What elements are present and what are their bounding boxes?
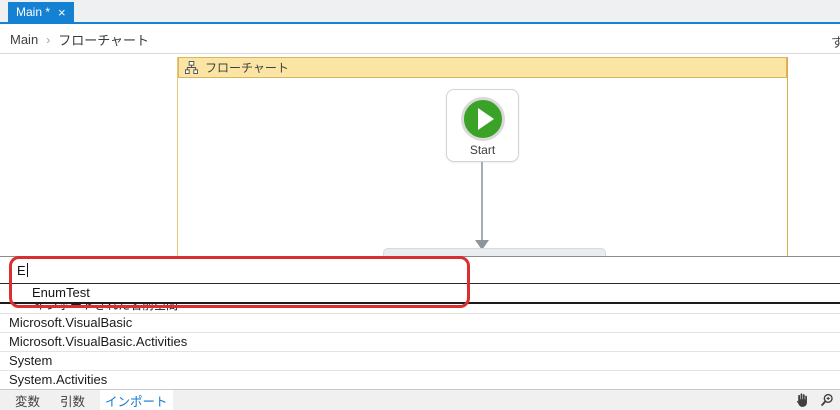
namespace-search-value: E xyxy=(17,262,26,278)
document-tab-strip: Main * × xyxy=(0,0,840,24)
bottom-tab[interactable]: 引数 xyxy=(60,394,86,409)
imports-panel: E EnumTest インポートされた名前空間 Microsoft.Visual… xyxy=(0,256,840,390)
namespace-suggestion-dropdown: EnumTest xyxy=(0,283,840,304)
partially-visible-activity-node[interactable] xyxy=(383,248,606,256)
chevron-right-icon: › xyxy=(46,32,51,47)
bottom-tab[interactable]: インポート xyxy=(100,389,173,410)
start-node[interactable]: Start xyxy=(446,89,519,162)
namespace-row[interactable]: System.Activities xyxy=(0,371,840,390)
expand-all-link-clipped[interactable]: す xyxy=(831,35,840,50)
designer-bottom-bar: 変数 引数 インポート xyxy=(0,389,840,410)
obscured-list-row[interactable]: インポートされた名前空間 xyxy=(0,304,840,314)
breadcrumb: Main › フローチャート す xyxy=(0,26,840,54)
tab-title: Main * xyxy=(16,5,51,19)
designer-canvas: フローチャート Start xyxy=(0,55,840,256)
flow-connector-arrowhead xyxy=(475,240,489,250)
flowchart-header[interactable]: フローチャート xyxy=(178,57,787,78)
text-caret xyxy=(26,263,28,277)
bottom-tab[interactable]: 変数 xyxy=(15,394,41,409)
flowchart-icon xyxy=(185,61,198,74)
start-play-icon xyxy=(460,97,505,141)
namespace-list: Microsoft.VisualBasic Microsoft.VisualBa… xyxy=(0,314,840,390)
namespace-row[interactable]: Microsoft.VisualBasic xyxy=(0,314,840,333)
bottom-bar-icons xyxy=(794,392,834,408)
breadcrumb-item-main[interactable]: Main xyxy=(10,32,39,47)
zoom-magnifier-icon[interactable] xyxy=(819,393,834,408)
namespace-row[interactable]: Microsoft.VisualBasic.Activities xyxy=(0,333,840,352)
flow-connector-line xyxy=(481,162,483,241)
namespace-row[interactable]: System xyxy=(0,352,840,371)
suggestion-item[interactable]: EnumTest xyxy=(32,285,90,300)
flowchart-title: フローチャート xyxy=(205,61,289,75)
close-icon[interactable]: × xyxy=(58,4,66,20)
start-node-label: Start xyxy=(469,143,496,157)
bottom-tabs: 変数 引数 インポート xyxy=(0,389,173,410)
breadcrumb-item-flowchart[interactable]: フローチャート xyxy=(58,33,150,48)
namespace-search-input[interactable]: E xyxy=(0,257,840,283)
pan-hand-icon[interactable] xyxy=(794,392,810,408)
tab-main[interactable]: Main * × xyxy=(8,2,74,22)
